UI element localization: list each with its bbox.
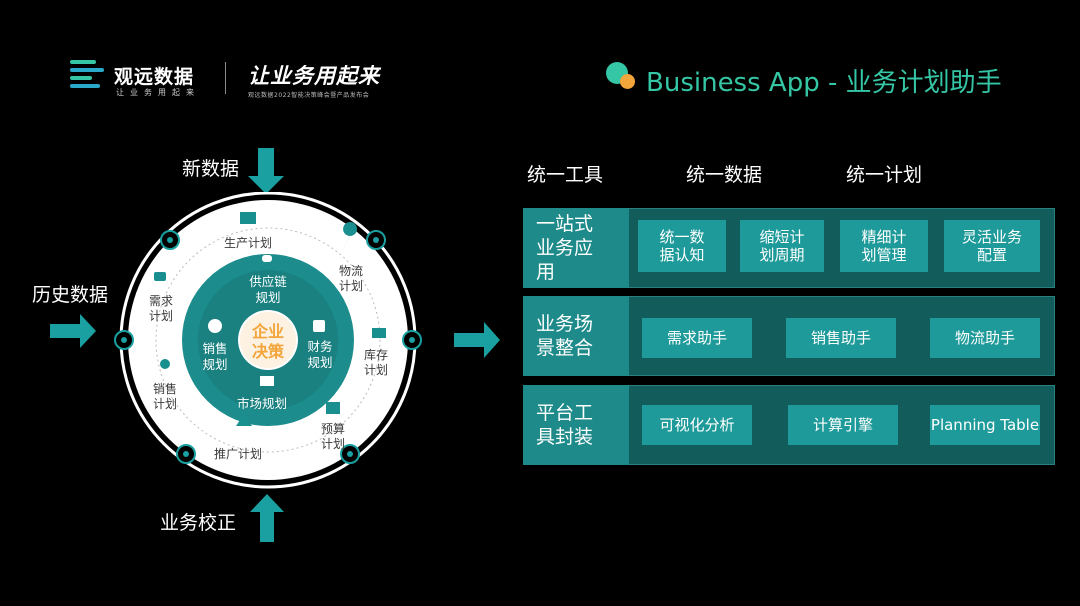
brand-subtitle: 让业务用起来	[116, 88, 200, 97]
row-head-one-stop: 一站式业务应用	[523, 208, 629, 288]
down-arrow-icon	[248, 148, 284, 194]
cart-icon	[372, 328, 386, 338]
chip-visual-analysis[interactable]: 可视化分析	[642, 405, 752, 445]
column-header-plan: 统一计划	[846, 164, 923, 186]
brand-name: 观远数据	[114, 66, 195, 88]
row-head-scenario: 业务场景整合	[523, 296, 629, 376]
chip-fine-management[interactable]: 精细计划管理	[840, 220, 928, 272]
app-dots-icon	[606, 62, 638, 92]
right-arrow-icon	[50, 314, 96, 348]
chip-unified-data[interactable]: 统一数据认知	[638, 220, 726, 272]
logistics-plan: 物流计划	[338, 264, 363, 293]
chip-logistics-assistant[interactable]: 物流助手	[930, 318, 1040, 358]
decision-wheel	[114, 192, 422, 489]
history-data-label: 历史数据	[32, 284, 109, 306]
row-head-platform: 平台工具封装	[523, 385, 629, 465]
chat-icon	[154, 272, 166, 281]
big-right-arrow-icon	[454, 322, 500, 358]
presentation-icon	[326, 402, 340, 414]
location-pin-icon	[343, 222, 358, 248]
slogan-subtitle: 观远数据2022智能决策峰会暨产品发布会	[248, 92, 370, 99]
chip-shorten-cycle[interactable]: 缩短计划周期	[740, 220, 824, 272]
factory-icon	[240, 212, 256, 224]
sales-money-icon	[208, 319, 222, 333]
brand-logo-icon	[70, 60, 104, 92]
share-icon	[160, 359, 170, 369]
market-plan: 市场规划	[236, 396, 287, 411]
budget-plan: 预算计划	[320, 422, 345, 451]
slogan: 让业务用起来	[248, 64, 380, 88]
sales-plan-outer: 销售计划	[152, 382, 177, 411]
market-tree-icon	[260, 376, 274, 386]
finance-plan: 财务规划	[307, 339, 333, 370]
up-arrow-icon	[250, 494, 284, 542]
new-data-label: 新数据	[182, 158, 240, 180]
supply-link-icon	[262, 255, 272, 262]
demand-plan: 需求计划	[148, 294, 173, 323]
production-plan: 生产计划	[223, 236, 272, 250]
business-correction-label: 业务校正	[160, 512, 237, 534]
chip-demand-assistant[interactable]: 需求助手	[642, 318, 752, 358]
chip-compute-engine[interactable]: 计算引擎	[788, 405, 898, 445]
sales-plan-inner: 销售规划	[202, 341, 228, 372]
inventory-plan: 库存计划	[363, 348, 388, 377]
promotion-plan: 推广计划	[213, 447, 262, 461]
supply-chain-plan: 供应链规划	[249, 274, 287, 305]
chip-planning-table[interactable]: Planning Table	[930, 405, 1040, 445]
chip-sales-assistant[interactable]: 销售助手	[786, 318, 896, 358]
chip-flexible-config[interactable]: 灵活业务配置	[944, 220, 1040, 272]
header-divider	[225, 62, 226, 94]
column-header-data: 统一数据	[686, 164, 763, 186]
column-header-tools: 统一工具	[527, 164, 604, 186]
network-icon	[236, 414, 252, 426]
finance-icon	[313, 320, 325, 332]
center-decision: 企业决策	[251, 322, 284, 361]
rim-node-icon	[114, 230, 422, 464]
app-title: Business App - 业务计划助手	[646, 68, 1002, 98]
